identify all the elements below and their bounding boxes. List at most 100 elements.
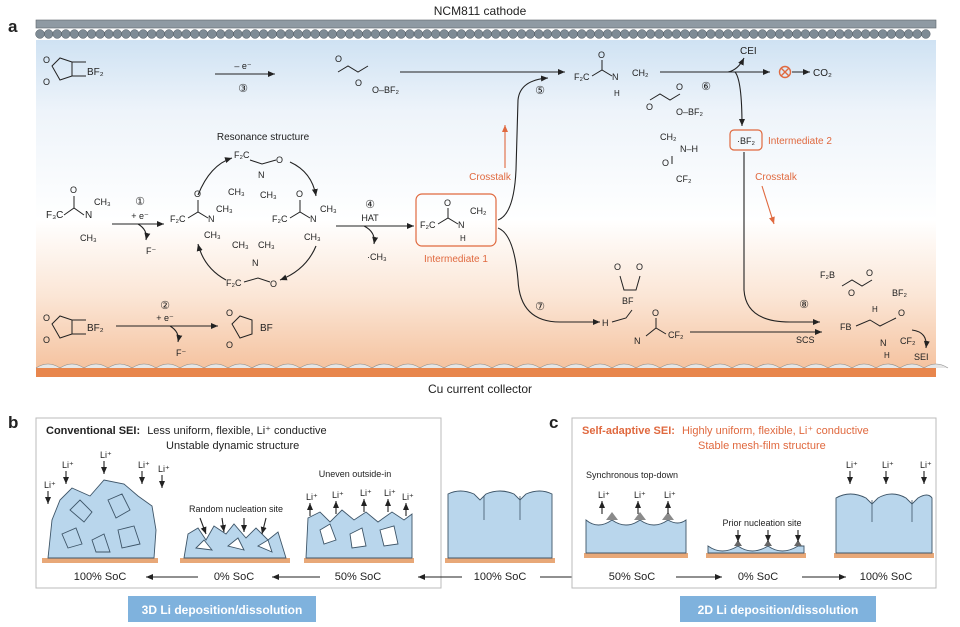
li-ion-label: Li⁺ <box>138 460 150 470</box>
cathode-particle <box>817 29 828 39</box>
cu-grain <box>491 363 517 369</box>
cathode-particle <box>499 29 510 39</box>
cu-grain <box>467 363 493 369</box>
cathode-particle <box>147 29 157 39</box>
b1-li-ion-labels: Li⁺Li⁺Li⁺Li⁺Li⁺ <box>44 450 170 504</box>
cu-grain <box>443 363 469 369</box>
resonance-arrow-4 <box>196 243 227 281</box>
cathode-particle <box>121 29 131 39</box>
scs-label: SCS <box>796 335 815 345</box>
panel-c-subtitle: Stable mesh-film structure <box>698 440 826 452</box>
step7-product: O O BF H N O CF₂ <box>602 262 684 346</box>
svg-text:H: H <box>460 234 466 243</box>
svg-text:O: O <box>652 308 659 318</box>
svg-text:BF₂: BF₂ <box>87 323 104 334</box>
svg-text:N: N <box>634 336 641 346</box>
intermediate-1-molecule: F₂C O N H CH₂ <box>420 198 487 243</box>
svg-text:N: N <box>458 220 465 230</box>
step-7: ⑦ <box>535 301 545 313</box>
cathode-particle <box>525 29 535 39</box>
svg-text:O: O <box>676 82 683 92</box>
intermediate-1-box <box>415 193 497 247</box>
svg-text:CF₂: CF₂ <box>668 330 684 340</box>
svg-text:BF₂: BF₂ <box>892 288 908 298</box>
intermediate-2-down-arrow <box>743 152 820 325</box>
step-1: ① <box>135 196 145 208</box>
co2-label: CO₂ <box>813 68 832 79</box>
cathode-particle <box>95 29 105 39</box>
cathode-particle <box>783 29 793 39</box>
mode-2d-bg <box>680 596 876 622</box>
cu-grain <box>347 363 373 369</box>
cathode-particle <box>104 29 114 39</box>
svg-text:CH₃: CH₃ <box>204 230 221 240</box>
nucleation-arrow <box>220 517 226 533</box>
cu-grain <box>731 363 757 369</box>
cu-grain <box>155 363 181 369</box>
c2-thin-lithium <box>707 545 805 554</box>
cu-grain <box>611 363 637 369</box>
svg-text:N: N <box>880 338 887 348</box>
cu-collector <box>36 368 936 377</box>
cathode-particle <box>224 29 234 39</box>
cathode-particle <box>396 29 406 39</box>
cei-label: CEI <box>740 46 757 57</box>
cathode-particle <box>860 29 871 39</box>
cathode-particle <box>749 29 759 39</box>
step6-adduct: O O O–BF₂ CH₂ N–H O CF₂ <box>646 82 704 184</box>
cathode-particle <box>714 29 725 39</box>
cathode-particle <box>310 29 320 39</box>
cu-grain <box>707 363 733 369</box>
cathode-particle <box>559 29 570 39</box>
cathode-particle <box>35 29 45 39</box>
svg-text:F₂C: F₂C <box>226 278 242 288</box>
cathode-particle <box>577 29 587 39</box>
to-intermediate-2-arrow <box>734 71 745 127</box>
cu-grain <box>827 363 853 369</box>
b-soc-0: 0% SoC <box>214 571 254 583</box>
cu-grain <box>851 363 877 369</box>
svg-text:O: O <box>662 158 669 168</box>
svg-text:CH₃: CH₃ <box>320 204 337 214</box>
oxidation-label: – e⁻ <box>234 61 252 71</box>
cathode-particle <box>886 29 897 39</box>
cu-grain <box>299 363 325 369</box>
svg-text:CH₃: CH₃ <box>304 232 321 242</box>
svg-text:O: O <box>636 262 643 272</box>
cu-grain <box>635 363 661 369</box>
svg-text:N: N <box>85 210 92 221</box>
svg-text:O: O <box>296 189 303 199</box>
svg-text:O: O <box>43 77 50 87</box>
step-3: ③ <box>238 83 248 95</box>
cathode-particle <box>52 29 62 39</box>
ch3-radical: ·CH₃ <box>367 252 387 262</box>
svg-text:H: H <box>614 89 620 98</box>
blocked-icon <box>778 65 792 79</box>
li-ion-label: Li⁺ <box>846 460 858 470</box>
cathode-particle <box>86 29 97 39</box>
random-site-label: Random nucleation site <box>189 504 283 514</box>
li-ion-label: Li⁺ <box>44 480 56 490</box>
cathode-particles <box>35 29 931 39</box>
cathode-particle <box>774 29 785 39</box>
cu-grain <box>179 363 205 369</box>
svg-text:O: O <box>614 262 621 272</box>
li-ion-label: Li⁺ <box>920 460 932 470</box>
svg-text:O: O <box>276 155 283 165</box>
svg-text:CH₂: CH₂ <box>470 206 487 216</box>
crosstalk-1-label: Crosstalk <box>469 172 512 183</box>
step-6: ⑥ <box>701 81 711 93</box>
cathode-particle <box>508 29 518 39</box>
cathode-particle <box>602 29 613 39</box>
svg-text:N: N <box>208 214 215 224</box>
hat-label: HAT <box>361 213 379 223</box>
mode-2d-label: 2D Li deposition/dissolution <box>698 603 859 617</box>
cathode-particle <box>233 29 243 39</box>
cathode-particle <box>439 29 449 39</box>
b2-residual-lithium <box>183 523 287 559</box>
mode-3d-label: 3D Li deposition/dissolution <box>142 603 303 617</box>
panel-b-label: b <box>8 413 18 432</box>
mode-3d-bg <box>128 596 316 622</box>
svg-text:O: O <box>43 313 50 323</box>
resonance-arrow-1 <box>197 157 233 196</box>
